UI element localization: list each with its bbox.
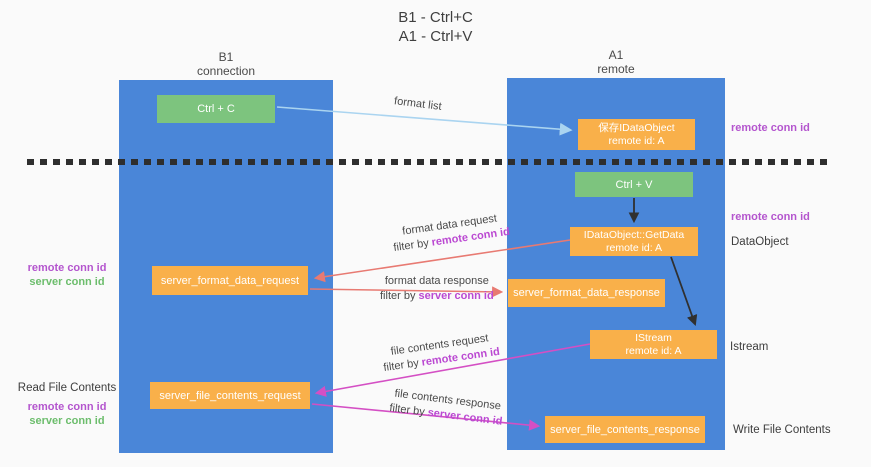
node-ctrl-v: Ctrl + V (575, 172, 693, 197)
arrow-format-data-request (313, 239, 571, 283)
filter-keyword: server conn id (418, 290, 494, 302)
write-file-contents-label: Write File Contents (733, 424, 831, 436)
left-format-remote-conn-id: remote conn id (27, 262, 107, 274)
node-server-format-data-request: server_format_data_request (152, 266, 308, 295)
phase-separator-dashed-line (27, 159, 833, 165)
node-saved-idataobject-line2: remote id: A (608, 134, 665, 147)
left-file-server-conn-id: server conn id (29, 415, 105, 427)
node-istream: IStream remote id: A (590, 330, 717, 359)
title-line-2: A1 - Ctrl+V (398, 28, 473, 45)
column-a1-name: A1 (608, 48, 624, 62)
node-server-file-contents-request: server_file_contents_request (150, 382, 310, 409)
node-getdata-line1: IDataObject::GetData (583, 228, 685, 241)
arrow-getdata-to-istream (670, 256, 698, 327)
left-file-remote-conn-id: remote conn id (27, 401, 107, 413)
node-idataobject-getdata: IDataObject::GetData remote id: A (570, 227, 698, 256)
column-header-a1: A1 remote (507, 48, 725, 76)
node-istream-line2: remote id: A (625, 344, 682, 357)
node-server-file-contents-response: server_file_contents_response (545, 416, 705, 443)
diagram-title: B1 - Ctrl+C A1 - Ctrl+V (0, 8, 871, 46)
column-a1-role: remote (597, 62, 635, 76)
left-file-labels: Read File Contents remote conn id server… (17, 381, 117, 428)
left-format-conn-ids: remote conn id server conn id (22, 261, 112, 289)
node-server-format-data-response: server_format_data_response (508, 279, 665, 307)
node-format-response-label: server_format_data_response (513, 287, 660, 299)
column-header-b1: B1 connection (119, 50, 333, 78)
node-istream-line1: IStream (635, 331, 672, 344)
node-file-response-label: server_file_contents_response (550, 423, 700, 436)
node-getdata-line2: remote id: A (605, 241, 663, 254)
title-line-1: B1 - Ctrl+C (398, 9, 473, 26)
arrow-format-data-response (309, 286, 504, 298)
read-file-contents-label: Read File Contents (17, 382, 117, 394)
node-file-request-label: server_file_contents_request (159, 389, 301, 402)
node-saved-idataobject-line1: 保存IDataObject (598, 121, 675, 134)
node-ctrl-v-label: Ctrl + V (615, 178, 653, 191)
istream-out-label: Istream (730, 341, 769, 353)
arrow-file-contents-response (311, 403, 541, 431)
column-b1-name: B1 (218, 50, 234, 64)
node-saved-idataobject: 保存IDataObject remote id: A (578, 119, 695, 150)
column-b1-role: connection (196, 64, 256, 78)
dataobject-label: DataObject (731, 236, 789, 248)
format-data-response-text: format data response (384, 275, 489, 287)
node-format-request-label: server_format_data_request (160, 274, 300, 287)
arrow-format-list (276, 106, 573, 136)
arrow-file-contents-request (314, 343, 591, 397)
right-remote-conn-id-top: remote conn id (731, 122, 810, 134)
filter-prefix: filter by (380, 290, 416, 302)
right-remote-conn-id-mid: remote conn id (731, 211, 810, 223)
node-ctrl-c: Ctrl + C (157, 95, 275, 123)
node-ctrl-c-label: Ctrl + C (197, 103, 235, 115)
left-format-server-conn-id: server conn id (29, 276, 105, 288)
